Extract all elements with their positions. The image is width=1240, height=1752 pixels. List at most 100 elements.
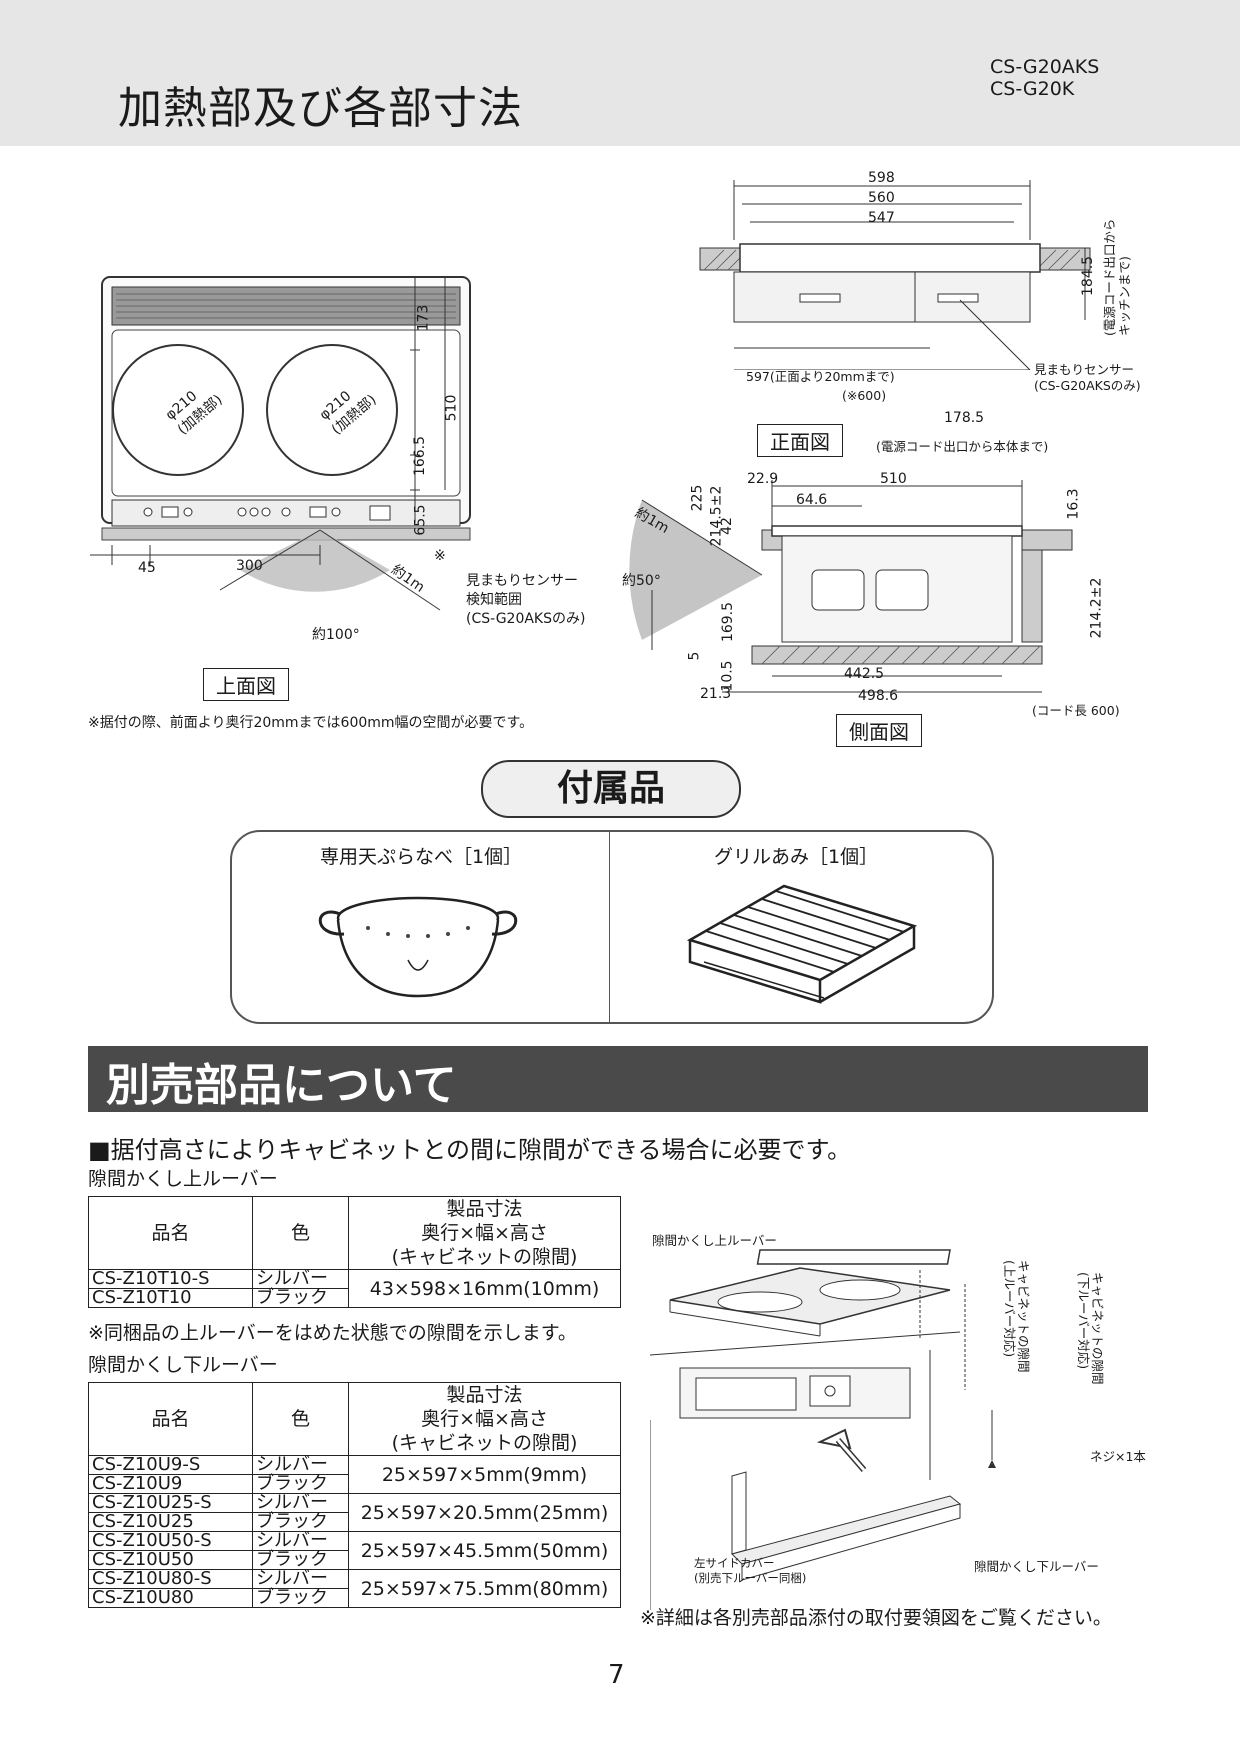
product-code: CS-Z10U80	[88, 1588, 253, 1608]
product-size: 43×598×16mm(10mm)	[348, 1269, 621, 1308]
product-size: 25×597×45.5mm(50mm)	[348, 1531, 621, 1570]
cord-line: (電源コード出口から	[1102, 218, 1117, 336]
side-view-label: 側面図	[836, 714, 922, 747]
dim-510-side: 510	[880, 471, 907, 487]
product-code: CS-Z10U9	[88, 1474, 253, 1494]
accessories-title: 付属品	[481, 760, 741, 818]
header-size-line: 製品寸法	[446, 1198, 523, 1220]
table-header-row: 品名 色 製品寸法 奥行×幅×高さ (キャビネットの隙間)	[88, 1196, 621, 1270]
product-code: CS-Z10T10-S	[88, 1269, 253, 1289]
model-list: CS-G20AKS CS-G20K	[990, 56, 1099, 100]
product-color: ブラック	[252, 1512, 349, 1532]
table-row: CS-Z10U25 ブラック	[88, 1512, 621, 1532]
table-row: CS-Z10U50-S シルバー 25×597×45.5mm(50mm)	[88, 1531, 621, 1570]
dim-184-5: 184.5	[1080, 255, 1096, 296]
illus-lower-louver-label: 隙間かくし下ルーバー	[974, 1559, 1099, 1574]
page-number: 7	[608, 1660, 625, 1690]
sensor-range-label: 見まもりセンサー 検知範囲 (CS-G20AKSのみ)	[466, 572, 585, 629]
product-code: CS-Z10T10	[88, 1288, 253, 1308]
table-header-row: 品名 色 製品寸法 奥行×幅×高さ (キャビネットの隙間)	[88, 1382, 621, 1456]
product-color: ブラック	[252, 1588, 349, 1608]
header-size-line: 製品寸法	[446, 1384, 523, 1406]
front-view-diagram	[699, 180, 1091, 370]
header-band	[0, 0, 1240, 146]
upper-louver-note: ※同梱品の上ルーバーをはめた状態での隙間を示します。	[88, 1322, 577, 1344]
product-code: CS-Z10U25	[88, 1512, 253, 1532]
cord-to-body-note: (電源コード出口から本体まで)	[876, 439, 1049, 454]
sensor-line: (CS-G20AKSのみ)	[1034, 378, 1141, 393]
table-row: CS-Z10T10-S シルバー 43×598×16mm(10mm)	[88, 1269, 621, 1308]
dim-169-5: 169.5	[720, 601, 737, 643]
header-name: 品名	[88, 1382, 253, 1456]
table-row: CS-Z10U9-S シルバー 25×597×5mm(9mm)	[88, 1455, 621, 1494]
optional-parts-title: 別売部品について	[106, 1060, 457, 1111]
dim-21-3: 21.3	[700, 686, 732, 702]
product-code: CS-Z10U25-S	[88, 1493, 253, 1513]
dim-16-3: 16.3	[1065, 488, 1082, 520]
table-row: CS-Z10U80-S シルバー 25×597×75.5mm(80mm)	[88, 1569, 621, 1608]
dim-5: 5	[686, 651, 703, 661]
louver-install-illustration	[650, 1249, 996, 1610]
dim-442-5: 442.5	[844, 666, 885, 682]
illus-upper-louver-label: 隙間かくし上ルーバー	[652, 1233, 777, 1248]
page-title: 加熱部及び各部寸法	[118, 83, 523, 134]
product-size: 25×597×75.5mm(80mm)	[348, 1569, 621, 1608]
illus-gap-lower-label: キャビネットの隙間 (下ルーバー対応)	[1076, 1272, 1105, 1385]
header-size: 製品寸法 奥行×幅×高さ (キャビネットの隙間)	[348, 1196, 621, 1270]
front-sensor-label: 見まもりセンサー (CS-G20AKSのみ)	[1034, 362, 1141, 394]
side-cover-line: 左サイドカバー	[694, 1556, 775, 1570]
dim-498-6: 498.6	[858, 688, 899, 704]
cord-line: キッチンまで)	[1117, 256, 1132, 336]
optional-parts-subheading: ■据付高さによりキャビネットとの間に隙間ができる場合に必要です。	[88, 1136, 852, 1164]
table-row: CS-Z10T10 ブラック	[88, 1288, 621, 1308]
dim-asterisk: ※	[434, 548, 446, 564]
accessories-divider	[609, 830, 610, 1022]
product-color: シルバー	[252, 1269, 349, 1289]
front-view-label: 正面図	[757, 424, 843, 457]
install-footnote: ※据付の際、前面より奥行20mmまでは600mm幅の空間が必要です。	[88, 715, 534, 731]
dim-166-5: 166.5	[412, 435, 429, 477]
side-cover-line: (別売下ルーバー同梱)	[694, 1571, 807, 1585]
header-size-line: (キャビネットの隙間)	[391, 1246, 578, 1268]
model-name: CS-G20AKS	[990, 56, 1100, 78]
dim-547: 547	[868, 210, 895, 226]
header-size-line: 奥行×幅×高さ	[421, 1222, 548, 1244]
side-view-diagram	[629, 480, 1073, 693]
sensor-label-line: 見まもりセンサー	[466, 573, 578, 589]
product-color: ブラック	[252, 1474, 349, 1494]
header-size: 製品寸法 奥行×幅×高さ (キャビネットの隙間)	[348, 1382, 621, 1456]
dim-597: 597(正面より20mmまで)	[746, 369, 895, 384]
dim-598: 598	[868, 170, 895, 186]
detail-note: ※詳細は各別売部品添付の取付要領図をご覧ください。	[640, 1607, 1112, 1629]
header-color: 色	[252, 1196, 349, 1270]
dim-22-9: 22.9	[747, 471, 779, 487]
header-size-line: (キャビネットの隙間)	[391, 1432, 578, 1454]
grill-rack-icon	[686, 884, 918, 1004]
dim-45: 45	[138, 560, 156, 576]
illus-screw-label: ネジ×1本	[1090, 1449, 1146, 1464]
lower-louver-table: 品名 色 製品寸法 奥行×幅×高さ (キャビネットの隙間) CS-Z10U9-S…	[88, 1382, 621, 1608]
sensor-label-line: 検知範囲	[466, 592, 522, 608]
product-color: シルバー	[252, 1455, 349, 1475]
dim-approx-50deg: 約50°	[622, 573, 661, 589]
dim-approx-100deg: 約100°	[312, 627, 360, 643]
top-view-label: 上面図	[203, 668, 289, 701]
illus-gap-upper-label: キャビネットの隙間 (上ルーバー対応)	[1002, 1260, 1031, 1373]
model-name: CS-G20K	[990, 78, 1075, 100]
product-size: 25×597×5mm(9mm)	[348, 1455, 621, 1494]
gap-line: キャビネットの隙間	[1090, 1272, 1105, 1385]
product-size: 25×597×20.5mm(25mm)	[348, 1493, 621, 1532]
cord-to-kitchen-label: (電源コード出口から キッチンまで)	[1102, 219, 1132, 336]
gap-line: (上ルーバー対応)	[1002, 1260, 1017, 1358]
dim-600: (※600)	[842, 388, 887, 403]
dim-64-6: 64.6	[796, 492, 828, 508]
sensor-label-line: (CS-G20AKSのみ)	[466, 611, 586, 627]
dim-300: 300	[236, 558, 263, 574]
dim-173: 173	[415, 304, 432, 332]
accessory-tempura-pot-label: 専用天ぷらなべ［1個］	[320, 846, 523, 868]
sensor-line: 見まもりセンサー	[1034, 362, 1135, 377]
accessory-grill-rack-label: グリルあみ［1個］	[714, 846, 879, 868]
lower-louver-label: 隙間かくし下ルーバー	[88, 1354, 278, 1376]
product-code: CS-Z10U9-S	[88, 1455, 253, 1475]
upper-louver-table: 品名 色 製品寸法 奥行×幅×高さ (キャビネットの隙間) CS-Z10T10-…	[88, 1196, 621, 1308]
